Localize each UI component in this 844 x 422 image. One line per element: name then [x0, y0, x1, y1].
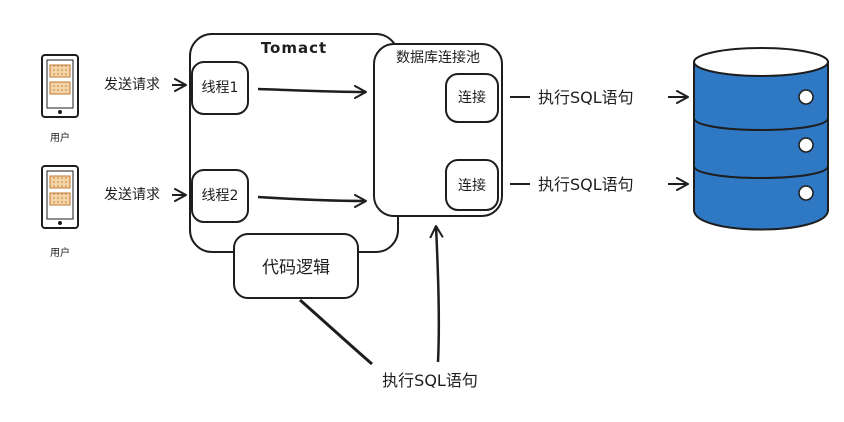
- tomcat-container: Tomact 线程1 线程2: [189, 33, 399, 253]
- pool-title: 数据库连接池: [396, 49, 480, 66]
- send-request-label: 发送请求: [104, 77, 160, 93]
- connection-label: 连接: [458, 177, 486, 194]
- thread-label: 线程2: [202, 188, 239, 204]
- thread-2: 线程2: [191, 169, 249, 223]
- sql-label: 执行SQL语句: [538, 88, 634, 107]
- connection-2: 连接: [445, 159, 499, 211]
- tomcat-title: Tomact: [261, 39, 327, 57]
- bottom-sql-label: 执行SQL语句: [382, 371, 478, 390]
- thread-1-arrow: [257, 84, 367, 99]
- user-1: 用户 发送请求: [41, 54, 187, 144]
- connection-pool: 数据库连接池 连接 连接: [373, 43, 503, 217]
- connection-1: 连接: [445, 73, 499, 123]
- database-icon: [693, 47, 829, 231]
- send-request-label: 发送请求: [104, 187, 160, 203]
- sql-label: 执行SQL语句: [538, 175, 634, 194]
- sql-exec-2: 执行SQL语句: [510, 175, 689, 194]
- thread-1: 线程1: [191, 61, 249, 115]
- thread-label: 线程1: [202, 80, 239, 96]
- thread-2-arrow: [257, 193, 367, 208]
- user-label: 用户: [50, 246, 70, 259]
- phone-icon: [41, 165, 79, 229]
- code-logic-label: 代码逻辑: [262, 258, 330, 278]
- sql-exec-1: 执行SQL语句: [510, 88, 689, 107]
- connection-label: 连接: [458, 89, 486, 106]
- user-label: 用户: [50, 131, 70, 144]
- phone-icon: [41, 54, 79, 118]
- code-to-pool-flow: 执行SQL语句: [299, 225, 478, 390]
- user-2: 用户 发送请求: [41, 165, 187, 259]
- code-logic-box: 代码逻辑: [233, 233, 359, 299]
